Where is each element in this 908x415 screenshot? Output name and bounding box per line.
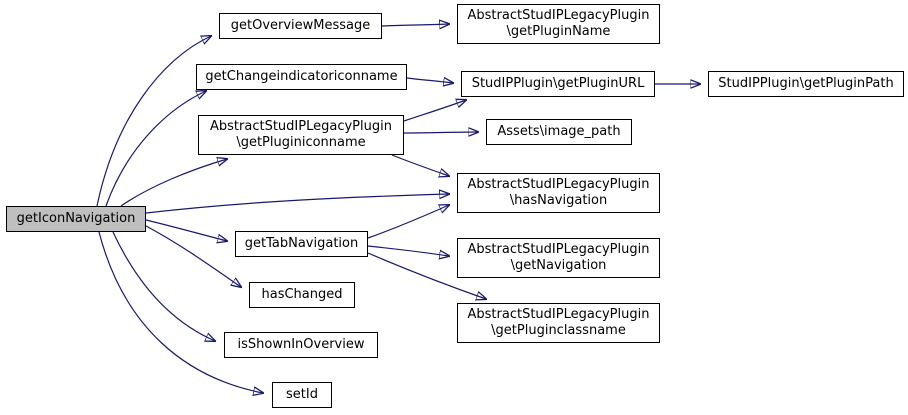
node-set-id[interactable]: setId xyxy=(272,382,332,408)
edge-geticonnavigation-to-getoverviewmessage xyxy=(96,36,211,207)
node-image-path[interactable]: Assets\image_path xyxy=(486,119,632,145)
edge-gettabnavigation-to-getpluginclassname xyxy=(367,252,486,299)
node-is-shown-in-overview[interactable]: isShownInOverview xyxy=(224,332,378,358)
node-get-plugin-path[interactable]: StudIPPlugin\getPluginPath xyxy=(708,71,904,97)
edge-geticonnavigation-to-getchangeindicatoriconname xyxy=(105,91,206,207)
edge-getpluginiconname-to-imagepath xyxy=(403,132,478,133)
node-get-overview-message[interactable]: getOverviewMessage xyxy=(219,13,382,39)
node-get-plugin-name[interactable]: AbstractStudIPLegacyPlugin \getPluginNam… xyxy=(457,4,660,44)
node-get-plugin-url[interactable]: StudIPPlugin\getPluginURL xyxy=(461,71,655,97)
node-get-icon-navigation: getIconNavigation xyxy=(6,206,146,232)
edge-getpluginiconname-to-hasnavigation xyxy=(391,154,449,176)
edge-geticonnavigation-to-gettabnavigation xyxy=(145,219,227,241)
node-has-navigation[interactable]: AbstractStudIPLegacyPlugin \hasNavigatio… xyxy=(457,173,660,213)
edge-geticonnavigation-to-hasnavigation xyxy=(145,194,449,214)
edge-geticonnavigation-to-setid xyxy=(98,231,263,393)
node-get-tab-navigation[interactable]: getTabNavigation xyxy=(235,231,368,257)
edge-geticonnavigation-to-isshowninoverview xyxy=(112,231,215,341)
node-has-changed[interactable]: hasChanged xyxy=(249,282,355,308)
edge-gettabnavigation-to-getnavigation xyxy=(367,245,449,256)
node-get-changeindicatoriconname[interactable]: getChangeindicatoriconname xyxy=(196,64,407,90)
edge-geticonnavigation-to-haschanged xyxy=(145,225,241,287)
edge-gettabnavigation-to-hasnavigation xyxy=(367,205,449,239)
edge-getoverviewmessage-to-getpluginname xyxy=(381,24,449,26)
edge-getpluginiconname-to-getpluginurl xyxy=(403,100,466,122)
edge-getchangeindicatoriconname-to-getpluginurl xyxy=(406,78,453,83)
edge-geticonnavigation-to-getpluginiconname xyxy=(120,159,227,207)
node-get-pluginiconname[interactable]: AbstractStudIPLegacyPlugin \getPluginico… xyxy=(198,115,404,155)
node-get-pluginclassname[interactable]: AbstractStudIPLegacyPlugin \getPlugincla… xyxy=(457,303,660,343)
node-get-navigation[interactable]: AbstractStudIPLegacyPlugin \getNavigatio… xyxy=(457,238,660,278)
